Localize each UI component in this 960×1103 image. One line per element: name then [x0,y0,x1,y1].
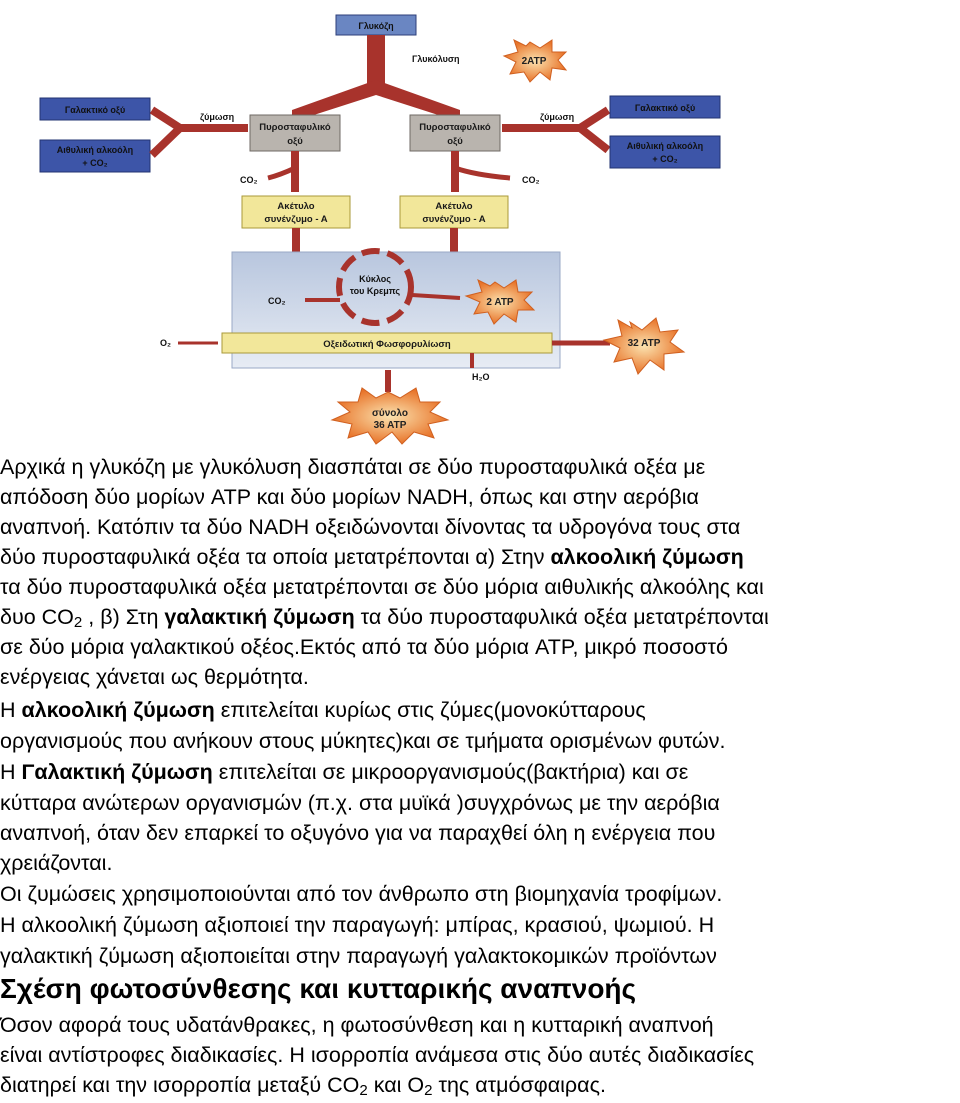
p3-line-4: χρειάζονται. [0,851,113,875]
svg-text:σύνολο: σύνολο [372,408,408,419]
svg-text:Ακέτυλο: Ακέτυλο [435,201,472,212]
svg-text:Πυροσταφυλικό: Πυροσταφυλικό [259,122,331,133]
svg-text:συνένζυμο - Α: συνένζυμο - Α [264,214,327,225]
svg-text:Γαλακτικό οξύ: Γαλακτικό οξύ [65,105,125,115]
p3-line-3: αναπνοή, όταν δεν επαρκεί το οξυγόνο για… [0,821,716,845]
closing-line-2: είναι αντίστροφες διαδικασίες. Η ισορροπ… [0,1043,755,1067]
svg-text:συνένζυμο - Α: συνένζυμο - Α [422,214,485,225]
co2-krebs-label: CO₂ [268,296,286,306]
acetyl-coa-box-right: Ακέτυλο συνένζυμο - Α [399,195,509,229]
p1-line-8: ενέργειας χάνεται ως θερμότητα. [0,665,309,689]
svg-text:Αιθυλική αλκοόλη: Αιθυλική αλκοόλη [57,145,133,155]
fermentation-label-left: ζύμωση [200,112,234,122]
svg-text:Πυροσταφυλικό: Πυροσταφυλικό [419,122,491,133]
p1-line-5: τα δύο πυροσταφυλικά οξέα μετατρέπονται … [0,575,764,599]
svg-text:οξύ: οξύ [287,136,303,147]
acetyl-coa-box-left: Ακέτυλο συνένζυμο - Α [241,195,351,229]
lactic-acid-box-right: Γαλακτικό οξύ [609,95,721,119]
svg-text:+ CO₂: + CO₂ [82,158,107,168]
glucose-label: Γλυκόζη [358,21,393,31]
fermentation-arrow-left [149,106,248,158]
closing-line-1: Όσον αφορά τους υδατάνθρακες, η φωτοσύνθ… [0,1013,714,1037]
glycolysis-label: Γλυκόλυση [412,54,460,64]
svg-text:32 ATP: 32 ATP [628,338,661,349]
svg-text:+ CO₂: + CO₂ [652,154,677,164]
lactic-acid-box-left: Γαλακτικό οξύ [39,97,151,121]
respiration-fermentation-diagram: Γλυκόζη Γλυκόλυση 2ATP Γαλακτικό οξύ Αιθ… [39,14,721,445]
p2-line-2: οργανισμούς που ανήκουν στους μύκητες)κα… [0,729,726,753]
atp-star-oxphos: 32 ATP [602,317,686,375]
p1-line-3: αναπνοή. Κατόπιν τα δύο NADH οξειδώνοντα… [0,515,741,539]
svg-text:οξύ: οξύ [447,136,463,147]
svg-text:Ακέτυλο: Ακέτυλο [277,201,314,212]
p2-line-1: Η αλκοολική ζύμωση επιτελείται κυρίως στ… [0,698,646,722]
co2-label-left: CO₂ [240,175,258,185]
section-heading: Σχέση φωτοσύνθεσης και κυτταρικής αναπνο… [0,973,637,1004]
p1-line-2: απόδοση δύο μορίων ATP και δύο μορίων NA… [0,485,699,509]
ethanol-box-right: Αιθυλική αλκοόλη + CO₂ [609,135,721,169]
p1-line-1: Αρχικά η γλυκόζη με γλυκόλυση διασπάται … [0,455,706,479]
o2-label: O₂ [160,338,171,348]
bold-alcoholic-fermentation: αλκοολική ζύμωση [550,545,744,569]
atp-star-krebs: 2 ATP [464,279,536,325]
glucose-box: Γλυκόζη [335,14,417,36]
glycolysis-arrow [292,35,460,122]
svg-text:Κύκλος: Κύκλος [359,274,391,284]
fermentation-label-right: ζύμωση [540,112,574,122]
p4-line-1: Οι ζυμώσεις χρησιμοποιούνται από τον άνθ… [0,882,723,906]
oxidative-phosphorylation-box: Οξειδωτική Φωσφορυλίωση [221,332,553,354]
atp-star-glycolysis: 2ATP [502,39,568,83]
fermentation-arrow-right [502,106,611,154]
atp-glycolysis-label: 2ATP [522,56,547,67]
co2-label-right: CO₂ [522,175,540,185]
pyruvic-acid-box-right: Πυροσταφυλικό οξύ [409,114,501,152]
svg-text:2 ATP: 2 ATP [486,297,514,308]
p4-line-3: γαλακτική ζύμωση αξιοποιείται στην παραγ… [0,944,717,968]
krebs-cycle: Κύκλος του Κρεμπς [336,248,414,326]
pyruvic-acid-box-left: Πυροσταφυλικό οξύ [249,114,341,152]
p4-line-2: Η αλκοολική ζύμωση αξιοποιεί την παραγωγ… [0,913,715,937]
p1-line-4: δύο πυροσταφυλικά οξέα τα οποία μετατρέπ… [0,545,744,569]
closing-line-3: διατηρεί και την ισορροπία μεταξύ CO2 κα… [0,1073,606,1099]
ethanol-box-left: Αιθυλική αλκοόλη + CO₂ [39,139,151,173]
svg-text:του Κρεμπς: του Κρεμπς [350,286,400,296]
total-atp-star: σύνολο 36 ATP [330,387,450,445]
p1-line-6: δυο CO2 , β) Στη γαλακτική ζύμωση τα δύο… [0,605,769,631]
svg-text:36 ATP: 36 ATP [374,420,407,431]
svg-text:Οξειδωτική Φωσφορυλίωση: Οξειδωτική Φωσφορυλίωση [323,339,451,350]
p3-line-2: κύτταρα ανώτερων οργανισμών (π.χ. στα μυ… [0,791,720,815]
p1-line-7: σε δύο μόρια γαλακτικού οξέος.Εκτός από … [0,635,728,659]
p3-line-1: Η Γαλακτική ζύμωση επιτελείται σε μικροο… [0,760,689,784]
svg-text:Γαλακτικό οξύ: Γαλακτικό οξύ [635,103,695,113]
bold-lactic-fermentation: γαλακτική ζύμωση [164,605,355,629]
h2o-label: H₂O [472,372,490,382]
svg-text:Αιθυλική αλκοόλη: Αιθυλική αλκοόλη [627,141,703,151]
